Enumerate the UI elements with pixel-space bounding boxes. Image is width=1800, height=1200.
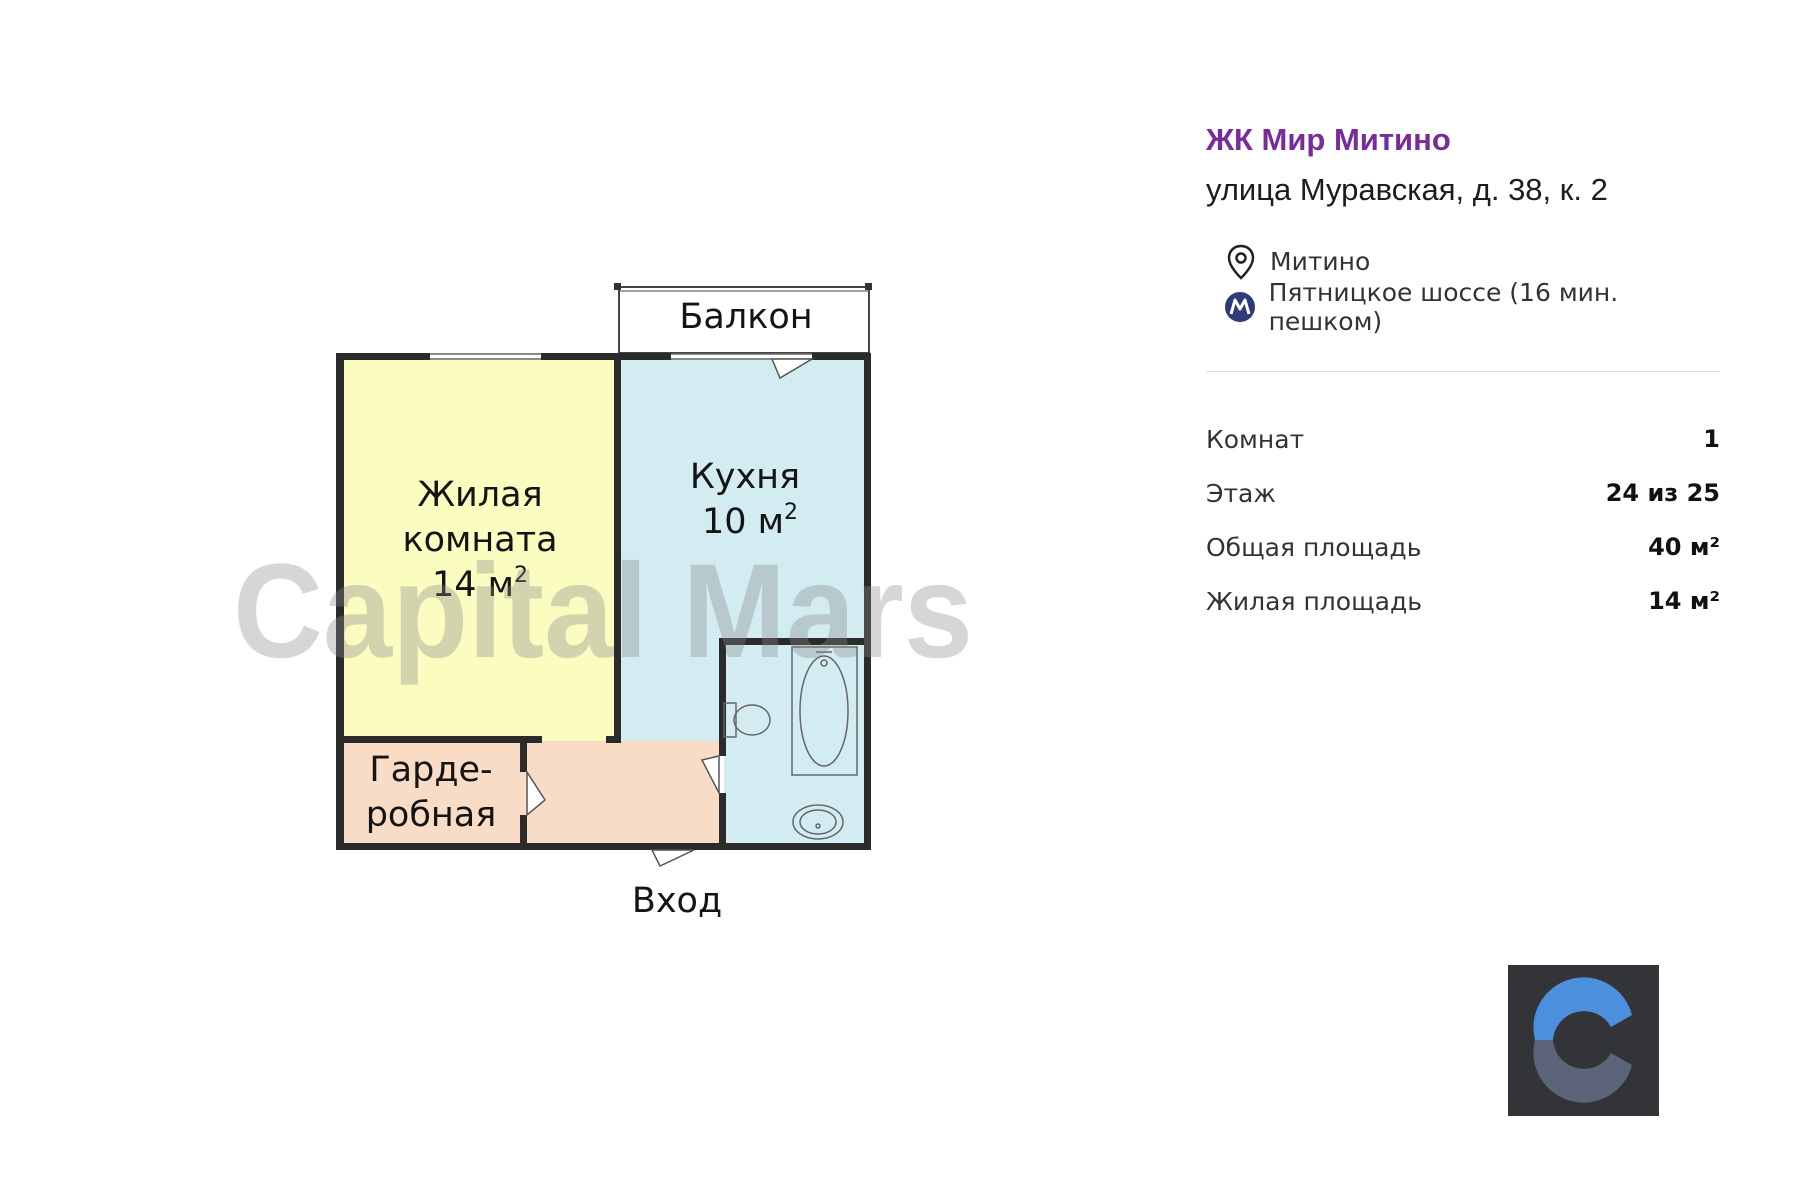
listing-info-panel: ЖК Мир Митино улица Муравская, д. 38, к.… (1206, 115, 1720, 628)
fact-value: 1 (1703, 425, 1720, 453)
metro-row: Пятницкое шоссе (16 мин. пешком) (1224, 278, 1720, 336)
balcony-label: Балкон (679, 297, 812, 337)
fact-row: Этаж 24 из 25 (1206, 466, 1720, 520)
location-pin-icon (1224, 243, 1258, 281)
bathroom (724, 643, 865, 845)
fact-row: Комнат 1 (1206, 412, 1720, 466)
watermark: Capital Mars (233, 537, 973, 686)
address: улица Муравская, д. 38, к. 2 (1206, 172, 1608, 207)
district-name: Митино (1270, 247, 1371, 276)
divider (1206, 371, 1720, 372)
wardrobe-label: Гарде- (369, 750, 492, 790)
kitchen-area: 10 м2 (702, 500, 798, 542)
kitchen-label: Кухня (690, 457, 800, 497)
fact-value: 40 м² (1648, 533, 1720, 561)
location-list: Митино Пятницкое шоссе (16 мин. пешком) (1206, 239, 1720, 336)
living-room (341, 359, 615, 741)
capital-mars-logo (1508, 965, 1659, 1116)
balcony (614, 283, 872, 354)
living-room-label-2: комната (402, 520, 557, 560)
fact-row: Жилая площадь 14 м² (1206, 574, 1720, 628)
fact-label: Этаж (1206, 478, 1276, 508)
doors (526, 358, 815, 867)
wardrobe-label-2: робная (366, 795, 497, 835)
fact-row: Общая площадь 40 м² (1206, 520, 1720, 574)
walls (336, 353, 871, 850)
metro-icon (1224, 288, 1257, 326)
fact-label: Общая площадь (1206, 532, 1422, 562)
fact-value: 14 м² (1648, 587, 1720, 615)
complex-name[interactable]: ЖК Мир Митино (1206, 122, 1451, 157)
fact-value: 24 из 25 (1605, 479, 1720, 507)
district-row: Митино (1224, 239, 1720, 284)
fact-label: Комнат (1206, 424, 1305, 454)
bathroom-fixtures (723, 646, 858, 840)
facts-table: Комнат 1 Этаж 24 из 25 Общая площадь 40 … (1206, 412, 1720, 628)
living-room-label: Жилая (417, 475, 542, 515)
living-room-area: 14 м2 (432, 563, 528, 605)
metro-station: Пятницкое шоссе (16 мин. пешком) (1268, 277, 1619, 336)
entrance-label: Вход (632, 881, 722, 921)
fact-label: Жилая площадь (1206, 586, 1422, 616)
